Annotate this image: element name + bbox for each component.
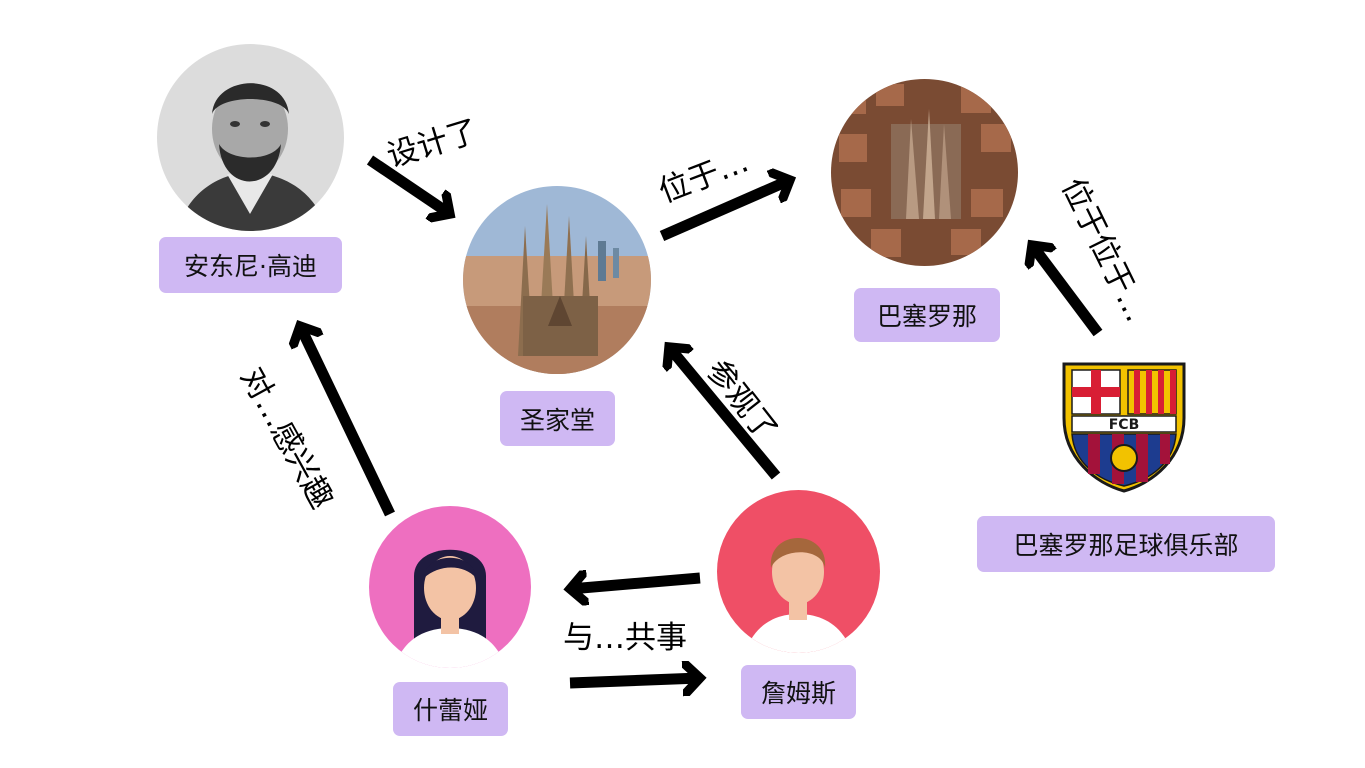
arrow-designed (366, 155, 450, 214)
james-avatar (717, 490, 880, 653)
edge-label-colleague: 与…共事 (563, 620, 687, 656)
label-teresa: 什蕾娅 (393, 682, 508, 736)
arrow-james-to-teresa (570, 578, 701, 589)
barcelona-aerial-photo (831, 79, 1018, 266)
label-gaudi: 安东尼·高迪 (159, 237, 342, 293)
fcb-crest-text: FCB (1109, 417, 1140, 433)
label-sagrada: 圣家堂 (500, 391, 615, 446)
arrow-visited (669, 347, 781, 480)
arrow-teresa-to-james (569, 678, 700, 683)
gaudi-portrait (157, 44, 344, 231)
arrow-interested-in (300, 326, 395, 517)
label-james: 詹姆斯 (741, 665, 856, 719)
label-fcb: 巴塞罗那足球俱乐部 (977, 516, 1275, 572)
sagrada-familia-photo (463, 186, 651, 374)
arrow-located-in-1 (659, 180, 790, 242)
teresa-avatar (369, 506, 531, 668)
fcb-crest-icon: FCB (1058, 358, 1190, 494)
label-barcelona: 巴塞罗那 (854, 288, 1000, 342)
arrow-located-in-2 (1032, 245, 1103, 337)
